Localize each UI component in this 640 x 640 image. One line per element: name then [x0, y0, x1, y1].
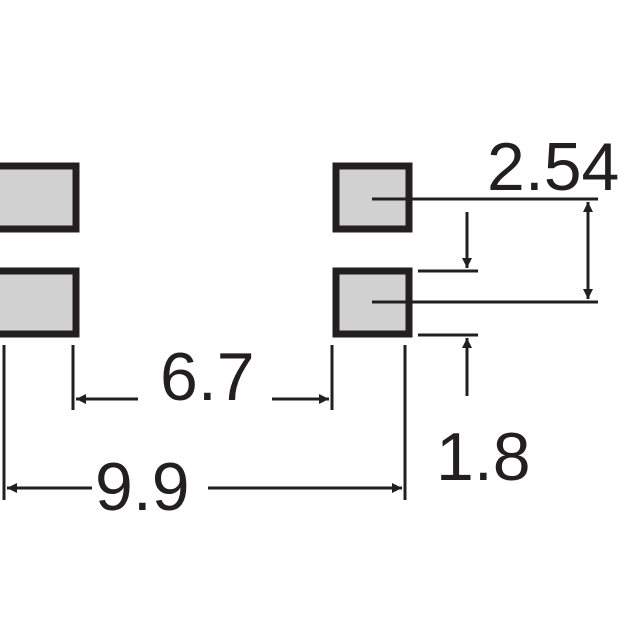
- pitch-vertical-label: 2.54: [487, 129, 619, 205]
- pitch-dimension: [372, 197, 598, 304]
- inner-spacing-dimension: [71, 345, 334, 410]
- pad-top-left: [0, 162, 80, 233]
- outer-spacing-dimension: [2, 345, 407, 500]
- pad-bottom-left: [0, 267, 80, 338]
- outer-spacing-label: 9.9: [95, 449, 190, 525]
- pads: [0, 162, 413, 338]
- pad-height-label: 1.8: [436, 419, 531, 495]
- pad-height-dimension: [418, 212, 478, 396]
- inner-spacing-label: 6.7: [160, 339, 255, 415]
